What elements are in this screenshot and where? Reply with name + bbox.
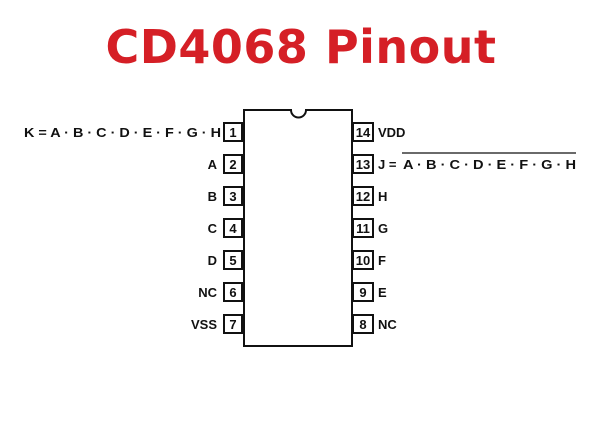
pin-number: 3 (229, 189, 236, 204)
pin-number: 4 (229, 221, 237, 236)
pin-number: 2 (229, 157, 236, 172)
pin-label: G (378, 221, 388, 236)
pin-number: 5 (229, 253, 236, 268)
pin-label: K = A · B · C · D · E · F · G · H (24, 125, 221, 140)
left-pins: 1 K = A · B · C · D · E · F · G · H 2 A … (24, 122, 243, 334)
pin-14: 14 VDD (352, 122, 405, 142)
pin-number: 8 (359, 317, 366, 332)
pin-label: NC (198, 285, 217, 300)
pin-label: VDD (378, 125, 405, 140)
pin-4: 4 C (208, 218, 243, 238)
pin-number: 11 (356, 221, 370, 236)
pin-label: A (208, 157, 218, 172)
pin-number: 9 (359, 285, 366, 300)
pin-label: E (378, 285, 387, 300)
pin-6: 6 NC (198, 282, 243, 302)
pin-5: 5 D (208, 250, 243, 270)
pin-number: 13 (356, 157, 370, 172)
right-pins: 14 VDD 13 J = A · B · C · D · E · F · G … (352, 122, 576, 334)
pin-13: 13 J = A · B · C · D · E · F · G · H (352, 152, 576, 174)
pin-label: NC (378, 317, 397, 332)
pin-7: 7 VSS (191, 314, 243, 334)
pin-number: 1 (229, 125, 236, 140)
pin-label: F (378, 253, 386, 268)
pin-label-prefix: J = (378, 157, 397, 172)
pin-label: VSS (191, 317, 217, 332)
pin-2: 2 A (208, 154, 243, 174)
pin-9: 9 E (352, 282, 387, 302)
pin-number: 6 (229, 285, 236, 300)
pin-label: C (208, 221, 218, 236)
pin-8: 8 NC (352, 314, 397, 334)
chip-body (243, 109, 353, 347)
pin-label: H (378, 189, 387, 204)
pin-11: 11 G (352, 218, 388, 238)
pin-number: 7 (229, 317, 236, 332)
pin-label: B (208, 189, 217, 204)
pin-number: 12 (356, 189, 370, 204)
page-title: CD4068 Pinout (105, 20, 497, 74)
pin-label: D (208, 253, 217, 268)
pin-3: 3 B (208, 186, 243, 206)
pin-number: 10 (356, 253, 370, 268)
pin-10: 10 F (352, 250, 386, 270)
pin-label-inverted: A · B · C · D · E · F · G · H (403, 157, 576, 172)
pin-number: 14 (356, 125, 371, 140)
pin-1: 1 K = A · B · C · D · E · F · G · H (24, 122, 243, 142)
pin-12: 12 H (352, 186, 387, 206)
